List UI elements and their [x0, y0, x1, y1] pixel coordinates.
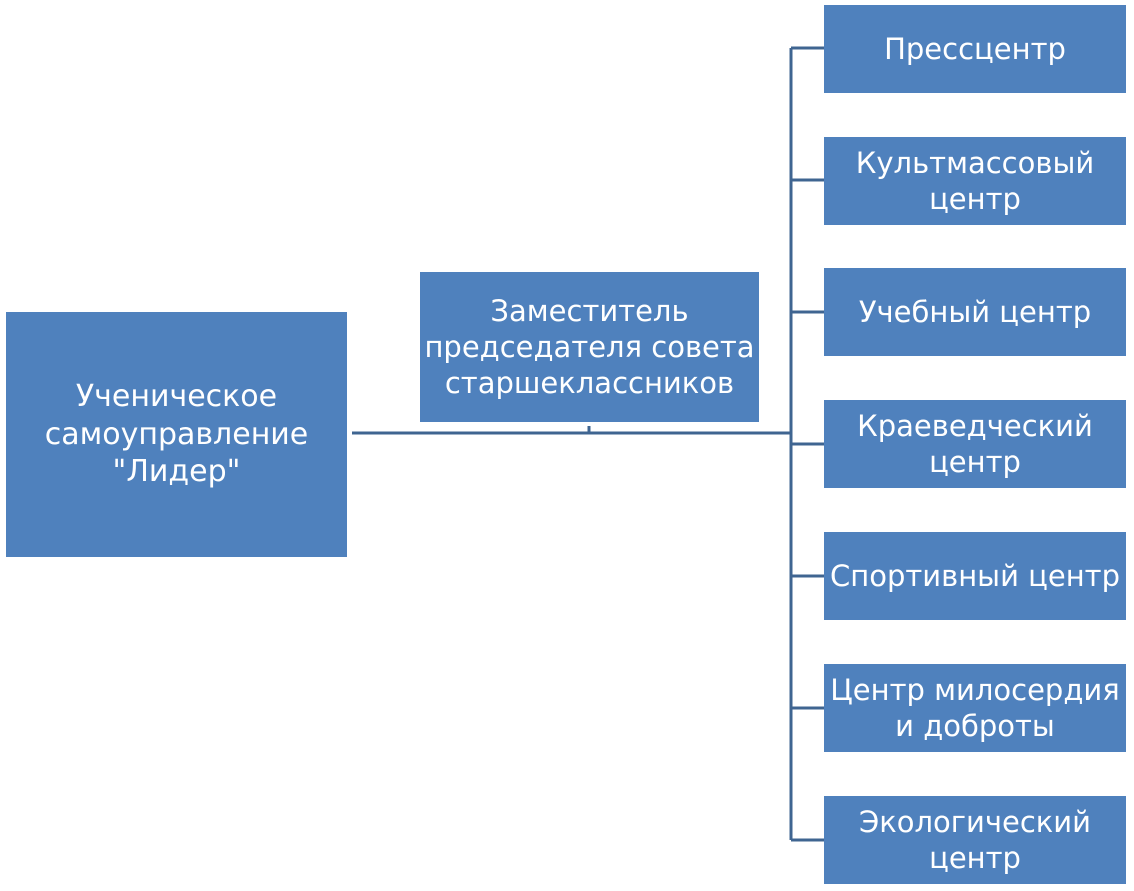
center-node-label: Культмассовый центр — [856, 145, 1094, 218]
center-node-label-line: Спортивный центр — [830, 558, 1120, 593]
center-node-label: Спортивный центр — [830, 558, 1120, 594]
center-node-label-line: Прессцентр — [884, 31, 1066, 66]
center-node-label: Учебный центр — [859, 294, 1091, 330]
center-node-label: Экологический центр — [859, 804, 1091, 877]
center-node-label-line: Центр милосердия — [830, 672, 1120, 707]
center-node-sports: Спортивный центр — [824, 532, 1126, 620]
center-node-educational: Учебный центр — [824, 268, 1126, 356]
center-node-label-line: центр — [929, 182, 1021, 216]
center-node-cultural: Культмассовый центр — [824, 137, 1126, 225]
center-node-ecological: Экологический центр — [824, 796, 1126, 884]
deputy-node-label-line: старшеклассников — [444, 366, 735, 401]
root-node-label-line: "Лидер" — [112, 454, 241, 490]
center-node-label-line: Экологический — [859, 804, 1091, 839]
deputy-node-label: Заместитель председателя совета старшекл… — [424, 293, 754, 402]
center-node-press: Прессцентр — [824, 5, 1126, 93]
deputy-node-label-line: председателя совета — [424, 329, 755, 364]
center-node-label-line: Культмассовый — [855, 145, 1095, 180]
root-node-label: Ученическое самоуправление "Лидер" — [45, 378, 309, 491]
center-node-label: Краеведческий центр — [857, 408, 1093, 481]
root-node-label-line: самоуправление — [44, 416, 309, 452]
center-node-local-history: Краеведческий центр — [824, 400, 1126, 488]
deputy-node-label-line: Заместитель — [490, 293, 689, 328]
center-node-label: Центр милосердия и доброты — [830, 672, 1119, 745]
center-node-charity: Центр милосердия и доброты — [824, 664, 1126, 752]
center-node-label-line: центр — [929, 841, 1021, 875]
center-node-label-line: Учебный центр — [858, 294, 1092, 329]
root-node-label-line: Ученическое — [75, 379, 278, 415]
deputy-node: Заместитель председателя совета старшекл… — [420, 272, 759, 422]
center-node-label-line: Краеведческий — [857, 408, 1093, 443]
center-node-label: Прессцентр — [884, 31, 1066, 67]
center-node-label-line: и доброты — [895, 709, 1055, 743]
center-node-label-line: центр — [929, 445, 1021, 479]
root-node-student-government: Ученическое самоуправление "Лидер" — [6, 312, 347, 557]
